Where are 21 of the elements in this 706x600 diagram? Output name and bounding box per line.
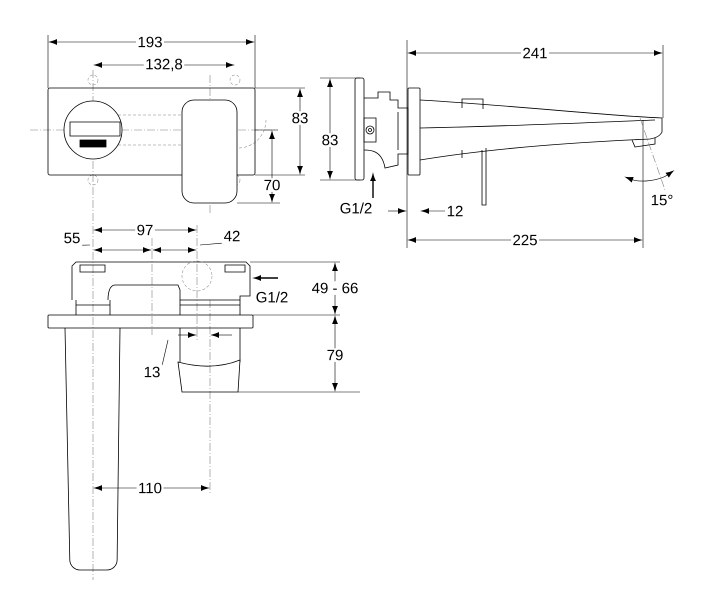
dimension-label: 13	[142, 365, 162, 379]
dimension-label: 55	[62, 231, 82, 245]
dimension-label: 97	[135, 223, 155, 237]
dimension-label: 70	[262, 178, 282, 192]
dimension-label: 12	[445, 204, 465, 218]
dimension-label: 225	[511, 233, 540, 247]
dimension-label: 83	[320, 133, 340, 147]
dimension-label: G1/2	[254, 290, 290, 304]
leader-line	[200, 242, 222, 246]
dimension-label: 83	[290, 111, 310, 125]
dimension-label: 15°	[649, 193, 675, 207]
leader-line	[82, 244, 90, 246]
leader-line	[162, 340, 168, 366]
dimension-label: 193	[136, 35, 164, 49]
dimension-label: 49 - 66	[310, 281, 360, 295]
dimension-label: 42	[222, 229, 242, 243]
dimension-label: 241	[521, 46, 550, 60]
dimension-label: 110	[136, 481, 164, 495]
dimension-label: 132,8	[144, 57, 184, 73]
dimension-label: 79	[325, 348, 345, 362]
dimension-label: G1/2	[338, 201, 374, 216]
